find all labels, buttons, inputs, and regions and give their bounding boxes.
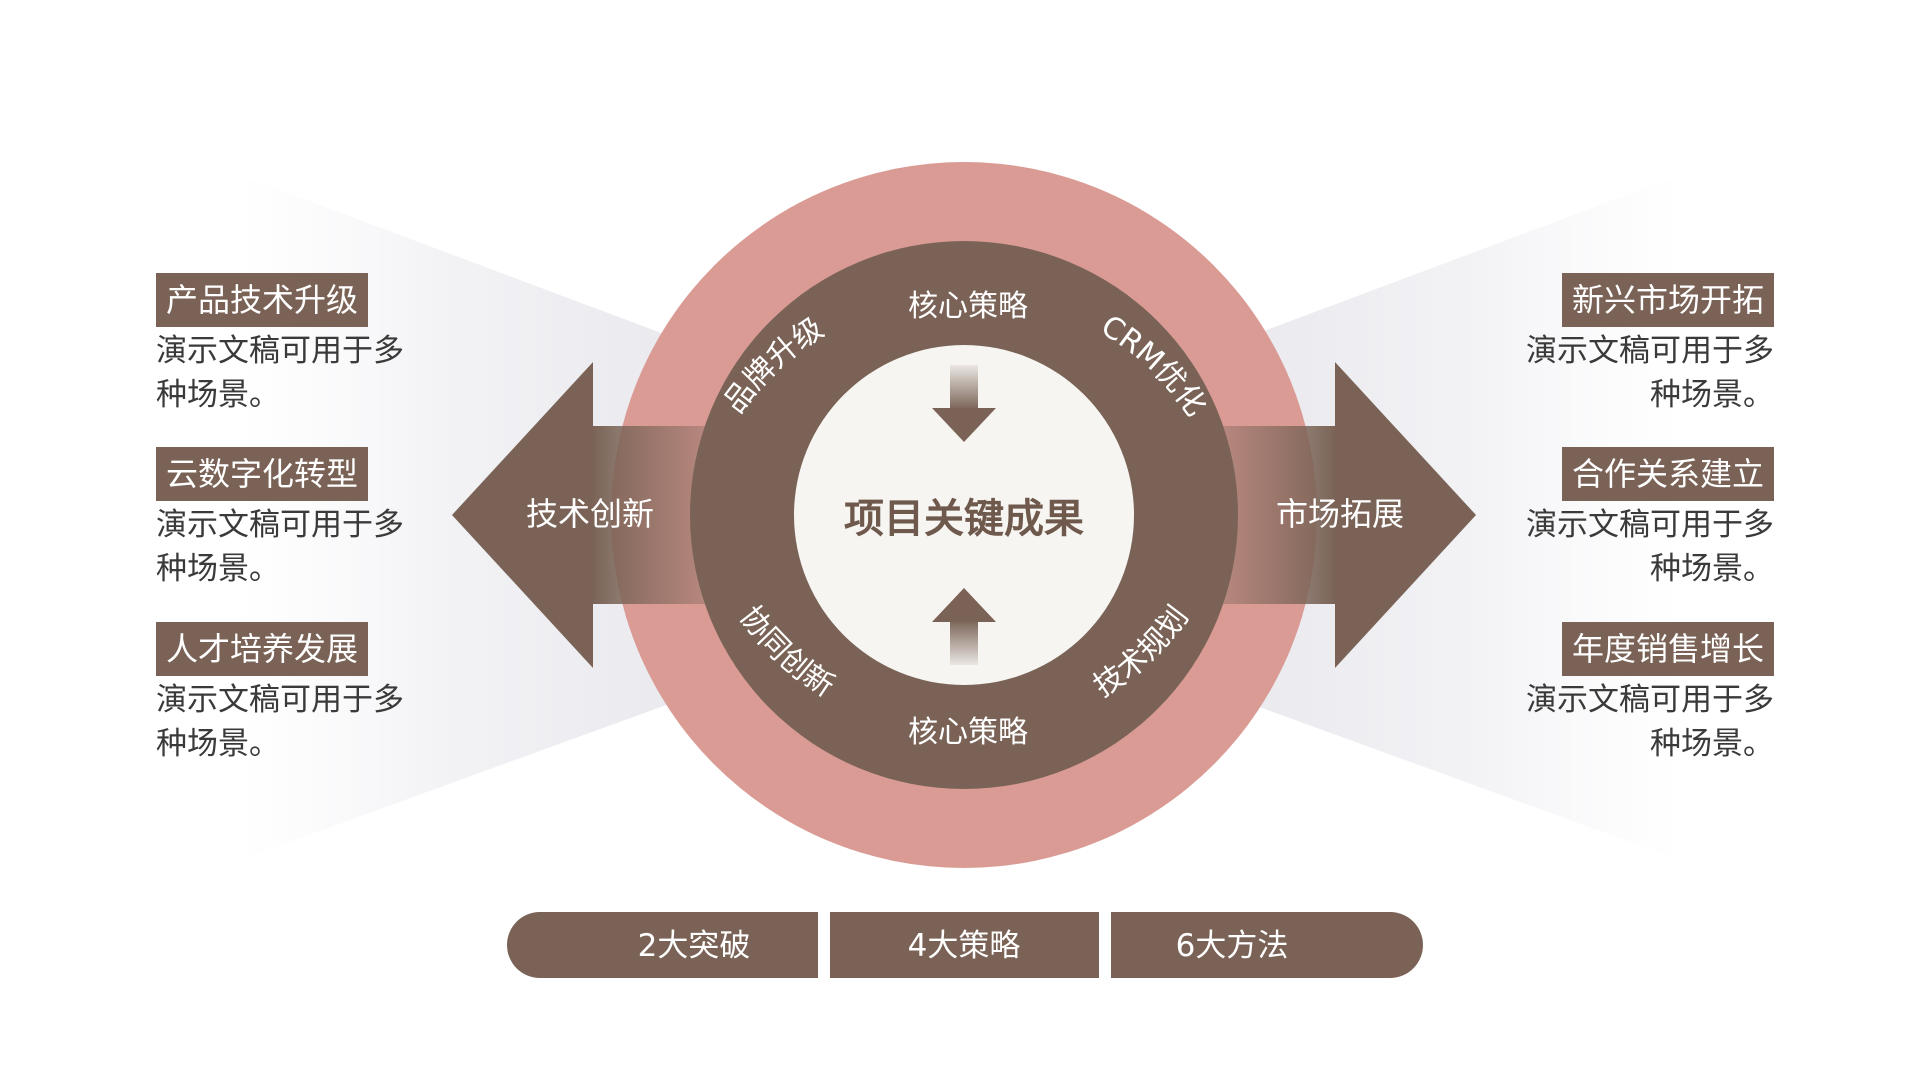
bar-segment-1 [507,912,818,978]
down-arrow-icon [932,365,996,442]
left-item-3: 人才培养发展 演示文稿可用于多 种场景。 [156,622,446,766]
left-arrow-label: 技术创新 [526,495,654,533]
left-item-3-title: 人才培养发展 [156,622,369,676]
bar-segment-3 [1111,912,1423,978]
right-item-2-desc: 演示文稿可用于多 种场景。 [1526,507,1774,587]
right-item-1-desc: 演示文稿可用于多 种场景。 [1526,333,1774,413]
bar-segment-2 [830,912,1099,978]
center-disc [794,345,1134,685]
left-item-1: 产品技术升级 演示文稿可用于多 种场景。 [156,273,446,417]
bar-segment-3-label: 6大方法 [1176,928,1289,964]
inner-ring-top-label: 核心策略 [908,289,1028,324]
left-item-2-title: 云数字化转型 [156,447,369,501]
right-item-3-title: 年度销售增长 [1561,622,1774,676]
bottom-bar: 2大突破 4大策略 6大方法 [507,872,1423,1026]
right-item-3-desc: 演示文稿可用于多 种场景。 [1526,682,1774,762]
up-arrow-icon [932,588,996,665]
right-arrow-label: 市场拓展 [1276,495,1404,533]
bar-segment-1-label: 2大突破 [638,928,751,964]
right-item-2-title: 合作关系建立 [1561,447,1774,501]
right-item-3: 年度销售增长 演示文稿可用于多 种场景。 [1484,622,1774,766]
left-item-1-desc: 演示文稿可用于多 种场景。 [156,333,404,413]
inner-ring-bottom-label: 核心策略 [908,715,1028,750]
left-item-2: 云数字化转型 演示文稿可用于多 种场景。 [156,447,446,591]
left-item-3-desc: 演示文稿可用于多 种场景。 [156,682,404,762]
bar-segment-2-label: 4大策略 [908,928,1021,964]
center-title: 项目关键成果 [844,496,1084,542]
right-item-2: 合作关系建立 演示文稿可用于多 种场景。 [1484,447,1774,591]
left-item-2-desc: 演示文稿可用于多 种场景。 [156,507,404,587]
left-item-1-title: 产品技术升级 [156,273,369,327]
right-item-1: 新兴市场开拓 演示文稿可用于多 种场景。 [1484,273,1774,417]
right-item-1-title: 新兴市场开拓 [1561,273,1774,327]
